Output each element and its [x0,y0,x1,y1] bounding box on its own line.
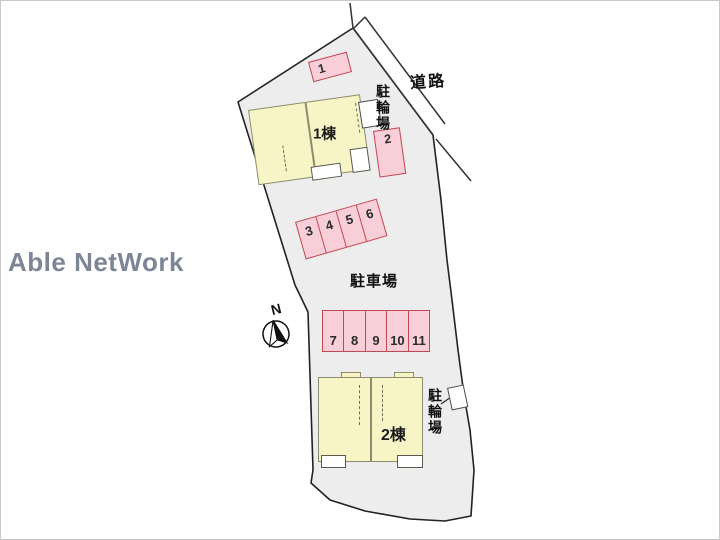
parking-lot-label: 駐車場 [350,273,399,290]
building-2-dashed-line-right [382,385,383,421]
building-2-entry-notch-right [394,372,414,378]
building-1-dashed-line-left [282,145,287,172]
parking-space-number: 6 [364,205,376,222]
north-arrow-icon [262,320,290,349]
parking-space-number: 7 [329,333,337,348]
building-2-entry-notch-left [341,372,361,378]
watermark: Able NetWork [8,247,184,277]
parking-space-number: 4 [323,216,335,234]
parking-space-number: 2 [383,131,393,147]
parking-space-number: 5 [343,211,355,228]
building-2-unit-divider [370,378,372,461]
parking-space-number: 8 [350,333,359,348]
parking-space-number: 10 [390,333,405,348]
bicycle-parking-label-top: 駐輪場 [375,84,391,132]
parking-space-number: 11 [411,333,426,348]
building-1-porch-right [349,146,371,174]
parking-space-number: 3 [303,222,315,240]
building-2-label: 2棟 [381,427,406,444]
building-2: 2棟 [318,372,423,468]
parking-space-9: 9 [366,311,388,351]
bicycle-parking-label-bottom: 駐輪場 [427,388,443,436]
building-2-dashed-line-left [359,385,360,425]
parking-space-number: 9 [372,333,380,348]
building-1: 1棟 [248,94,371,186]
building-1-label: 1棟 [312,125,337,143]
road-lines [349,2,472,182]
parking-space-7: 7 [323,311,345,351]
building-2-porch-right [397,455,423,468]
parking-space-11: 11 [409,311,429,351]
road-label: 道路 [409,72,447,93]
parking-space-8: 8 [344,311,366,351]
building-2-porch-left [321,455,346,468]
parking-space-10: 10 [387,311,409,351]
parking-space-number: 1 [316,61,327,77]
parking-row-7-11: 7 8 9 10 11 [322,310,430,352]
